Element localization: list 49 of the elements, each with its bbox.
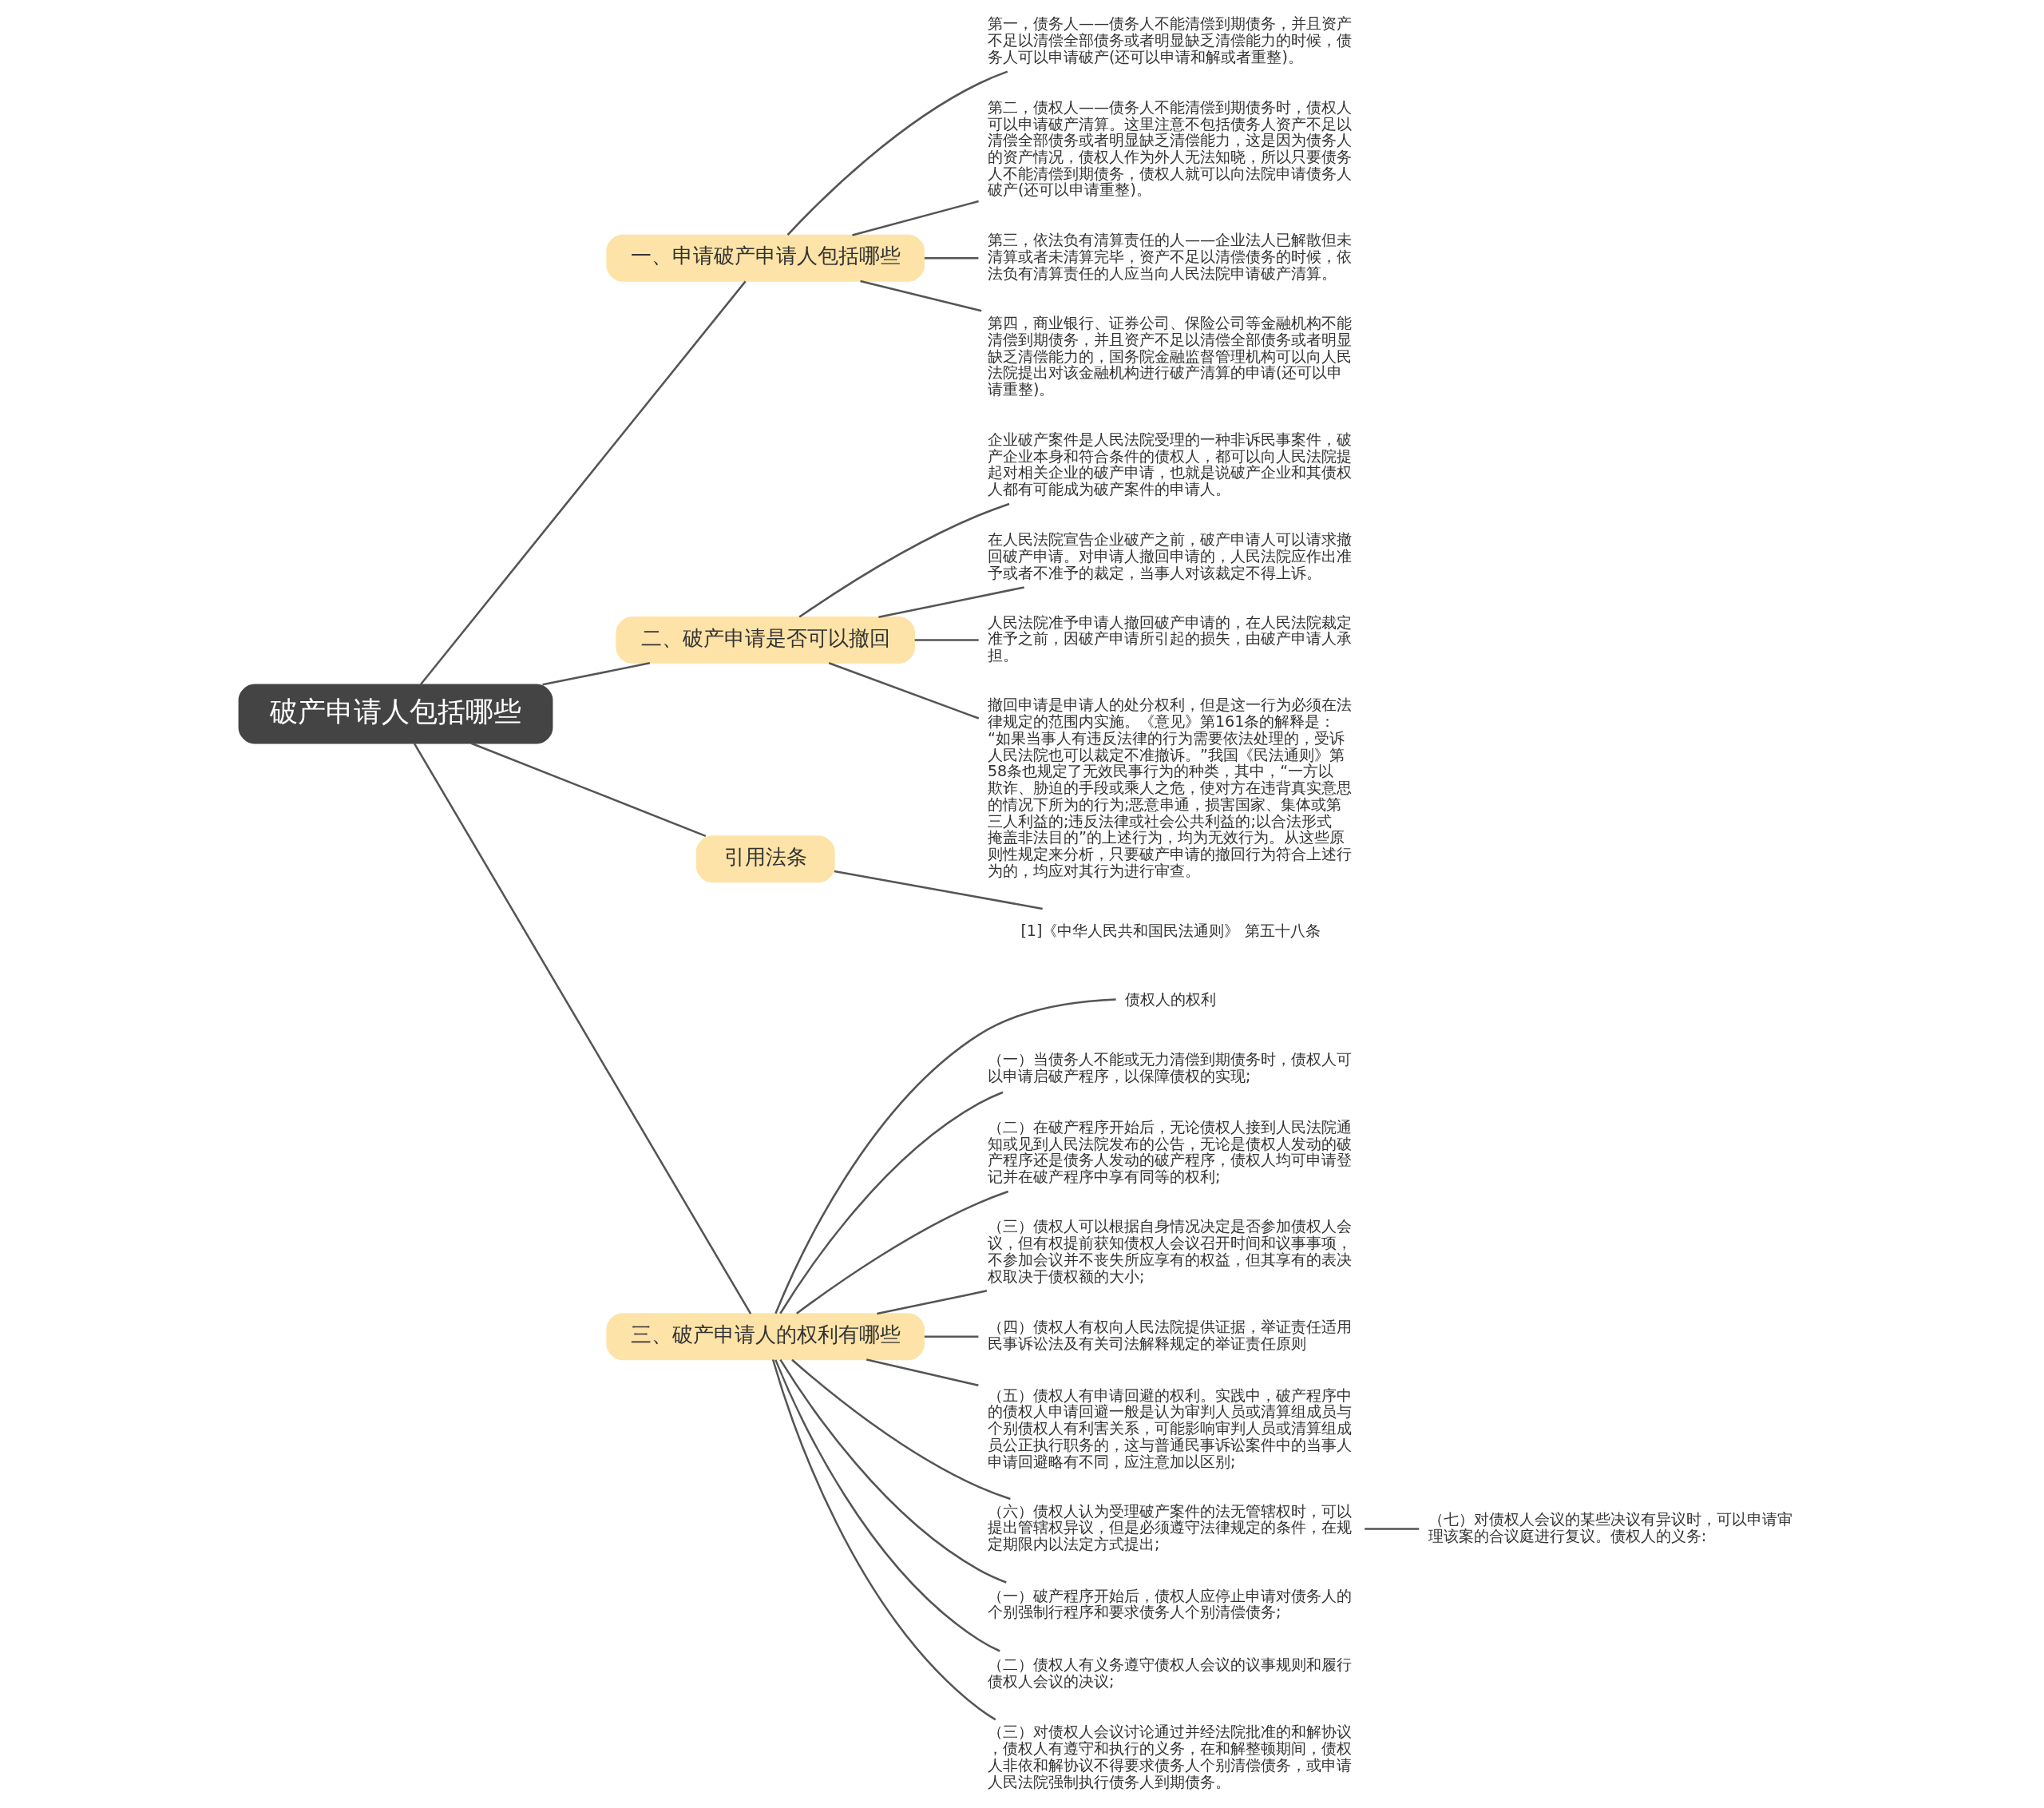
connector: [779, 1091, 1004, 1314]
connector: [798, 502, 1010, 618]
connector: [1365, 1528, 1420, 1530]
node-text: 撤回申请是申请人的处分权利，但是这一行为必须在法律规定的范围内实施。《意见》第161条的解释是：“如果当事人有违反法律的行为需要依法处理的，受诉人民法院也可以裁定不准撤诉。”我国《民法通则》第58条也规定了无效民事行为的种类，其中，“一方以欺诈、胁迫的手段或乘人之危，使对方在违背真实意思的情况下所为的行为;恶意串通，损害国家、集体或第三人利益的;违反法律或社会公共利益的;以合法形式掩盖非法目的”的上述行为，均为无效行为。从这些原则性规定来分析，只要破产申请的撤回行为符合上述行为的，均应对其行为进行审查。: [987, 696, 1352, 880]
node-text: 第四，商业银行、证券公司、保险公司等金融机构不能清偿到期债务，并且资产不足以清偿全部债务或者明显缺乏清偿能力的，国务院金融监督管理机构可以向人民法院提出对该金融机构进行破产清算的申请(还可以申请重整)。: [987, 314, 1352, 398]
node-text: 企业破产案件是人民法院受理的一种非诉民事案件，破产企业本身和符合条件的债权人，都可以向人民法院提起对相关企业的破产申请，也就是说破产企业和其债权人都有可能成为破产案件的申请人。: [987, 430, 1352, 499]
node-text: 第二，债权人——债务人不能清偿到期债务时，债权人可以申请破产清算。这里注意不包括债务人资产不足以清偿全部债务或者明显缺乏清偿能力，这是因为债务人的资产情况，债权人作为外人无法知晓，所以只要债务人不能清偿到期债务，债权人就可以向法院申请债务人破产(还可以申请重整)。: [987, 97, 1353, 200]
node-text: （二）在破产程序开始后，无论债权人接到人民法院通知或见到人民法院发布的公告，无论是债权人发动的破产程序还是债务人发动的破产程序，债权人均可申请登记并在破产程序中享有同等的权利;: [987, 1117, 1352, 1187]
connector: [542, 662, 651, 686]
node-box: 引用法条: [695, 835, 835, 883]
node-text: （五）债权人有申请回避的权利。实践中，破产程序中的债权人申请回避一般是认为审判人员或清算组成员与个别债权人有利害关系，可能影响审判人员或清算组成员公正执行职务的，这与普通民事诉讼案件中的当事人申请回避略有不同，应注意加以区别;: [987, 1386, 1352, 1471]
node-text: 债权人的权利: [1125, 989, 1217, 1009]
connector: [786, 70, 1008, 236]
connector: [470, 742, 707, 838]
node-text: （三）债权人可以根据自身情况决定是否参加债权人会议，但有权提前获知债权人会议召开时间和议事事项，不参加会议并不丧失所应享有的权益，但其享有的表决权取决于债权额的大小;: [987, 1217, 1352, 1286]
connector: [914, 639, 979, 641]
connector: [419, 280, 747, 685]
node-text: （一）破产程序开始后，债权人应停止申请对债务人的个别强制行程序和要求债务人个别清偿债务;: [987, 1586, 1352, 1622]
connector: [828, 662, 980, 720]
connector: [791, 1358, 1011, 1501]
node-text: 第一，债务人——债务人不能清偿到期债务，并且资产不足以清偿全部债务或者明显缺乏清偿能力的时候，债务人可以申请破产(还可以申请和解或者重整)。: [987, 14, 1353, 66]
connector: [860, 280, 982, 312]
node-text: （六）债权人认为受理破产案件的法无管辖权时，可以提出管辖权异议，但是必须遵守法律规定的条件，在规定期限内以法定方式提出;: [987, 1501, 1352, 1554]
connector: [878, 586, 1024, 619]
connector: [774, 998, 1116, 1314]
connector: [866, 1358, 979, 1386]
node-box: 二、破产申请是否可以撤回: [616, 617, 916, 664]
connector: [796, 1190, 1009, 1314]
node-box: 破产申请人包括哪些: [238, 684, 553, 744]
node-box: 三、破产申请人的权利有哪些: [606, 1313, 925, 1361]
connector: [774, 1359, 1000, 1652]
connector: [924, 1335, 979, 1338]
node-text: （三）对债权人会议讨论通过并经法院批准的和解协议，债权人有遵守和执行的义务，在和解整顿期间，债权人非依和解协议不得要求债务人个别清偿债务，或申请人民法院强制执行债务人到期债务。: [987, 1723, 1352, 1791]
connector: [413, 743, 752, 1314]
node-text: 第三，依法负有清算责任的人——企业法人已解散但未清算或者未清算完毕，资产不足以清偿债务的时候，依法负有清算责任的人应当向人民法院申请破产清算。: [987, 231, 1353, 283]
node-text: （四）债权人有权向人民法院提供证据，举证责任适用民事诉讼法及有关司法解释规定的举证责任原则: [987, 1318, 1352, 1354]
node-text: 人民法院准予申请人撤回破产申请的，在人民法院裁定准予之前，因破产申请所引起的损失，由破产申请人承担。: [987, 613, 1352, 665]
connector: [771, 1359, 996, 1721]
node-text: （一）当债务人不能或无力清偿到期债务时，债权人可以申请启破产程序，以保障债权的实现;: [987, 1050, 1352, 1086]
node-text: （七）对债权人会议的某些决议有异议时，可以申请审理该案的合议庭进行复议。债权人的义务:: [1428, 1510, 1792, 1545]
connector: [834, 870, 1043, 910]
node-text: （二）债权人有义务遵守债权人会议的议事规则和履行债权人会议的决议;: [987, 1655, 1352, 1691]
connector: [924, 256, 979, 260]
node-text: [1]《中华人民共和国民法通则》 第五十八条: [1020, 921, 1321, 940]
node-box: 一、申请破产申请人包括哪些: [606, 234, 925, 282]
connector: [877, 1290, 988, 1315]
connector: [779, 1358, 1007, 1584]
node-text: 在人民法院宣告企业破产之前，破产申请人可以请求撤回破产申请。对申请人撤回申请的，人民法院应作出准予或者不准予的裁定，当事人对该裁定不得上诉。: [987, 530, 1352, 582]
connector: [852, 200, 979, 236]
